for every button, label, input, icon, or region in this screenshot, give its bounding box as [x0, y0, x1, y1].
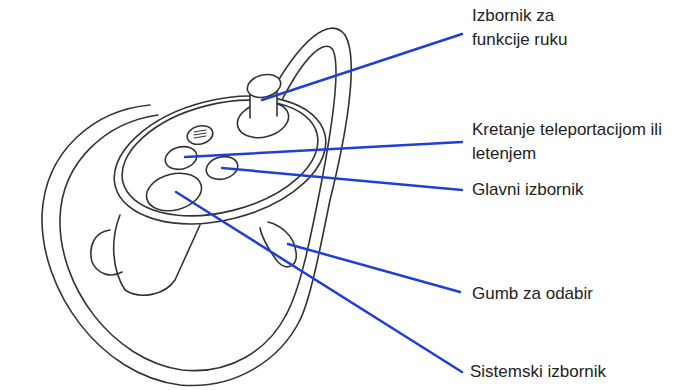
leader-line	[288, 244, 460, 292]
leader-line	[176, 192, 462, 372]
grip	[114, 215, 200, 295]
callout-label: Izbornik za funkcije ruku	[470, 4, 614, 52]
face-plate-rim	[110, 81, 330, 234]
face-button-a	[163, 143, 199, 172]
menu-button-lines	[194, 130, 206, 138]
callout-label: Sistemski izbornik	[468, 360, 608, 384]
callout-label: Gumb za odabir	[470, 282, 595, 306]
leader-line	[262, 34, 462, 100]
callout-label: Glavni izbornik	[470, 178, 586, 202]
leader-line	[222, 168, 462, 190]
grip-edge	[91, 230, 122, 275]
system-button	[142, 168, 205, 216]
menu-button	[185, 123, 215, 147]
thumbstick-cap	[245, 71, 283, 101]
leader-line	[185, 142, 462, 157]
callout-label: Kretanje teleportacijom ili letenjem	[470, 118, 674, 166]
